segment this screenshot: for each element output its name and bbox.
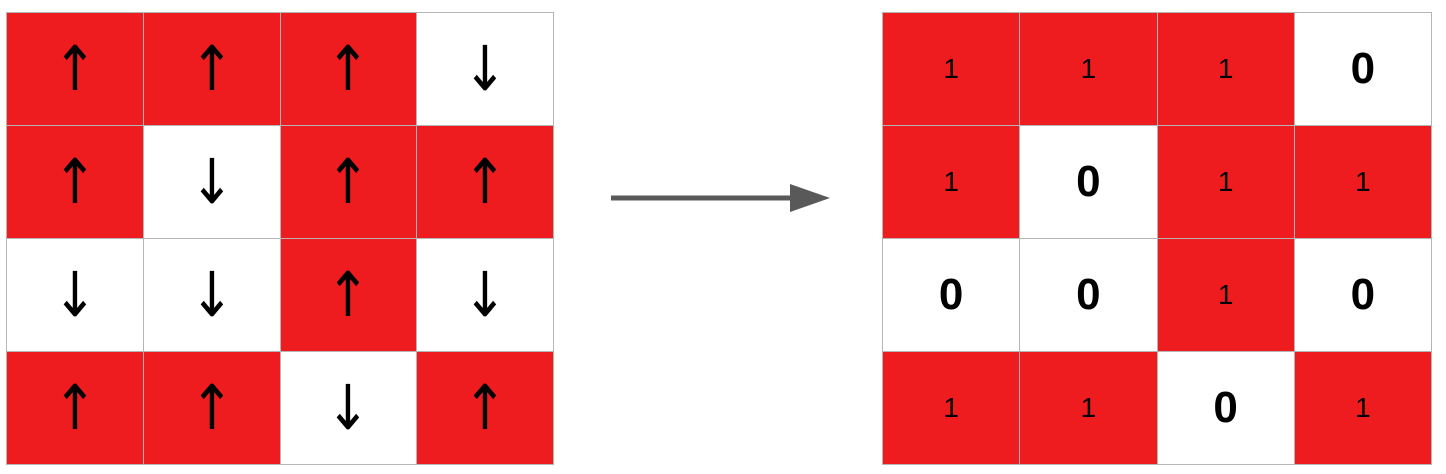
up-arrow-icon: ↑ [52, 32, 97, 105]
bit-cell-zero: 0 [883, 239, 1021, 352]
spin-cell-up: ↑ [7, 13, 144, 126]
bit-cell-one: 1 [883, 126, 1021, 239]
spin-cell-down: ↓ [143, 126, 281, 239]
up-arrow-icon: ↑ [189, 32, 234, 105]
bit-value: 1 [1080, 392, 1097, 423]
up-arrow-icon: ↑ [52, 145, 97, 218]
spin-cell-down: ↓ [417, 13, 554, 126]
up-arrow-icon: ↑ [463, 145, 508, 218]
bit-value: 1 [943, 392, 959, 423]
down-arrow-icon: ↓ [189, 258, 234, 331]
bit-cell-zero: 0 [1157, 352, 1295, 465]
bit-value: 1 [1217, 53, 1234, 84]
bit-value: 0 [1076, 157, 1101, 206]
bit-cell-zero: 0 [1020, 126, 1158, 239]
spin-cell-down: ↓ [280, 352, 418, 465]
bit-cell-zero: 0 [1294, 13, 1432, 126]
bit-value: 1 [1355, 166, 1371, 197]
bit-value: 1 [943, 166, 959, 197]
bit-cell-one: 1 [1157, 13, 1295, 126]
bit-cell-one: 1 [1294, 352, 1432, 465]
up-arrow-icon: ↑ [326, 258, 371, 331]
bit-cell-one: 1 [1157, 239, 1295, 352]
bit-value: 0 [1213, 383, 1238, 432]
spin-cell-up: ↑ [280, 13, 418, 126]
down-arrow-icon: ↓ [463, 258, 508, 331]
spin-cell-down: ↓ [7, 239, 144, 352]
spin-cell-up: ↑ [143, 13, 281, 126]
bit-cell-one: 1 [883, 352, 1021, 465]
bit-value: 1 [1080, 53, 1097, 84]
spin-cell-up: ↑ [417, 126, 554, 239]
spin-cell-up: ↑ [143, 352, 281, 465]
up-arrow-icon: ↑ [326, 145, 371, 218]
spin-cell-down: ↓ [143, 239, 281, 352]
bit-cell-one: 1 [883, 13, 1021, 126]
up-arrow-icon: ↑ [189, 371, 234, 444]
down-arrow-icon: ↓ [463, 32, 508, 105]
spin-cell-up: ↑ [417, 352, 554, 465]
bit-cell-zero: 0 [1294, 239, 1432, 352]
bit-value: 0 [1076, 270, 1101, 319]
down-arrow-icon: ↓ [326, 371, 371, 444]
bit-value: 1 [1217, 279, 1234, 310]
spin-grid: ↑ ↑ ↑ ↓ ↑ ↓ ↑ ↑ ↓ ↓ ↑ ↓ ↑ ↑ ↓ ↑ [6, 12, 554, 465]
spin-cell-up: ↑ [280, 239, 418, 352]
binary-grid: 1 1 1 0 1 0 1 1 0 0 1 0 1 1 0 1 [882, 12, 1432, 465]
bit-value: 1 [943, 53, 959, 84]
bit-cell-one: 1 [1020, 13, 1158, 126]
spin-cell-up: ↑ [280, 126, 418, 239]
bit-cell-one: 1 [1157, 126, 1295, 239]
up-arrow-icon: ↑ [463, 371, 508, 444]
up-arrow-icon: ↑ [326, 32, 371, 105]
spin-cell-up: ↑ [7, 352, 144, 465]
bit-cell-one: 1 [1294, 126, 1432, 239]
bit-value: 1 [1217, 166, 1234, 197]
spin-cell-up: ↑ [7, 126, 144, 239]
right-arrow-icon [611, 184, 830, 212]
bit-value: 0 [1350, 44, 1376, 93]
spin-cell-down: ↓ [417, 239, 554, 352]
bit-value: 0 [1350, 270, 1376, 319]
down-arrow-icon: ↓ [189, 145, 234, 218]
bit-value: 0 [938, 270, 964, 319]
bit-cell-zero: 0 [1020, 239, 1158, 352]
down-arrow-icon: ↓ [52, 258, 97, 331]
bit-cell-one: 1 [1020, 352, 1158, 465]
bit-value: 1 [1355, 392, 1371, 423]
up-arrow-icon: ↑ [52, 371, 97, 444]
